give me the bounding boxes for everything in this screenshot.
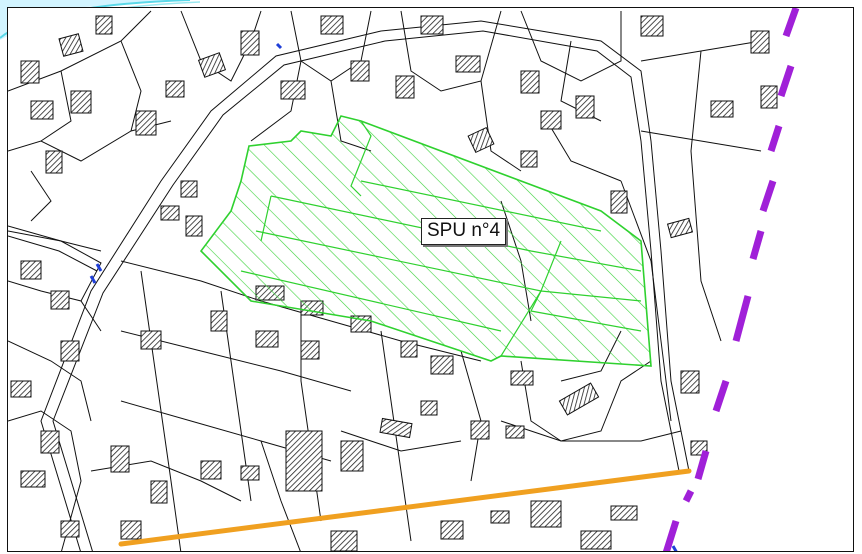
water-marker-icon (671, 545, 678, 551)
purple-boundary (662, 8, 800, 551)
water-marker-icon (275, 42, 283, 50)
zone-label: SPU n°4 (421, 218, 507, 245)
cadastral-map[interactable]: SPU n°4 (7, 7, 854, 552)
water-marker-icon (95, 263, 103, 272)
water-marker-icon (89, 275, 97, 284)
map-canvas (8, 8, 800, 551)
orange-route (118, 468, 692, 547)
parcel-lines (8, 10, 762, 551)
buildings (10, 15, 778, 551)
water-markers (89, 42, 678, 551)
